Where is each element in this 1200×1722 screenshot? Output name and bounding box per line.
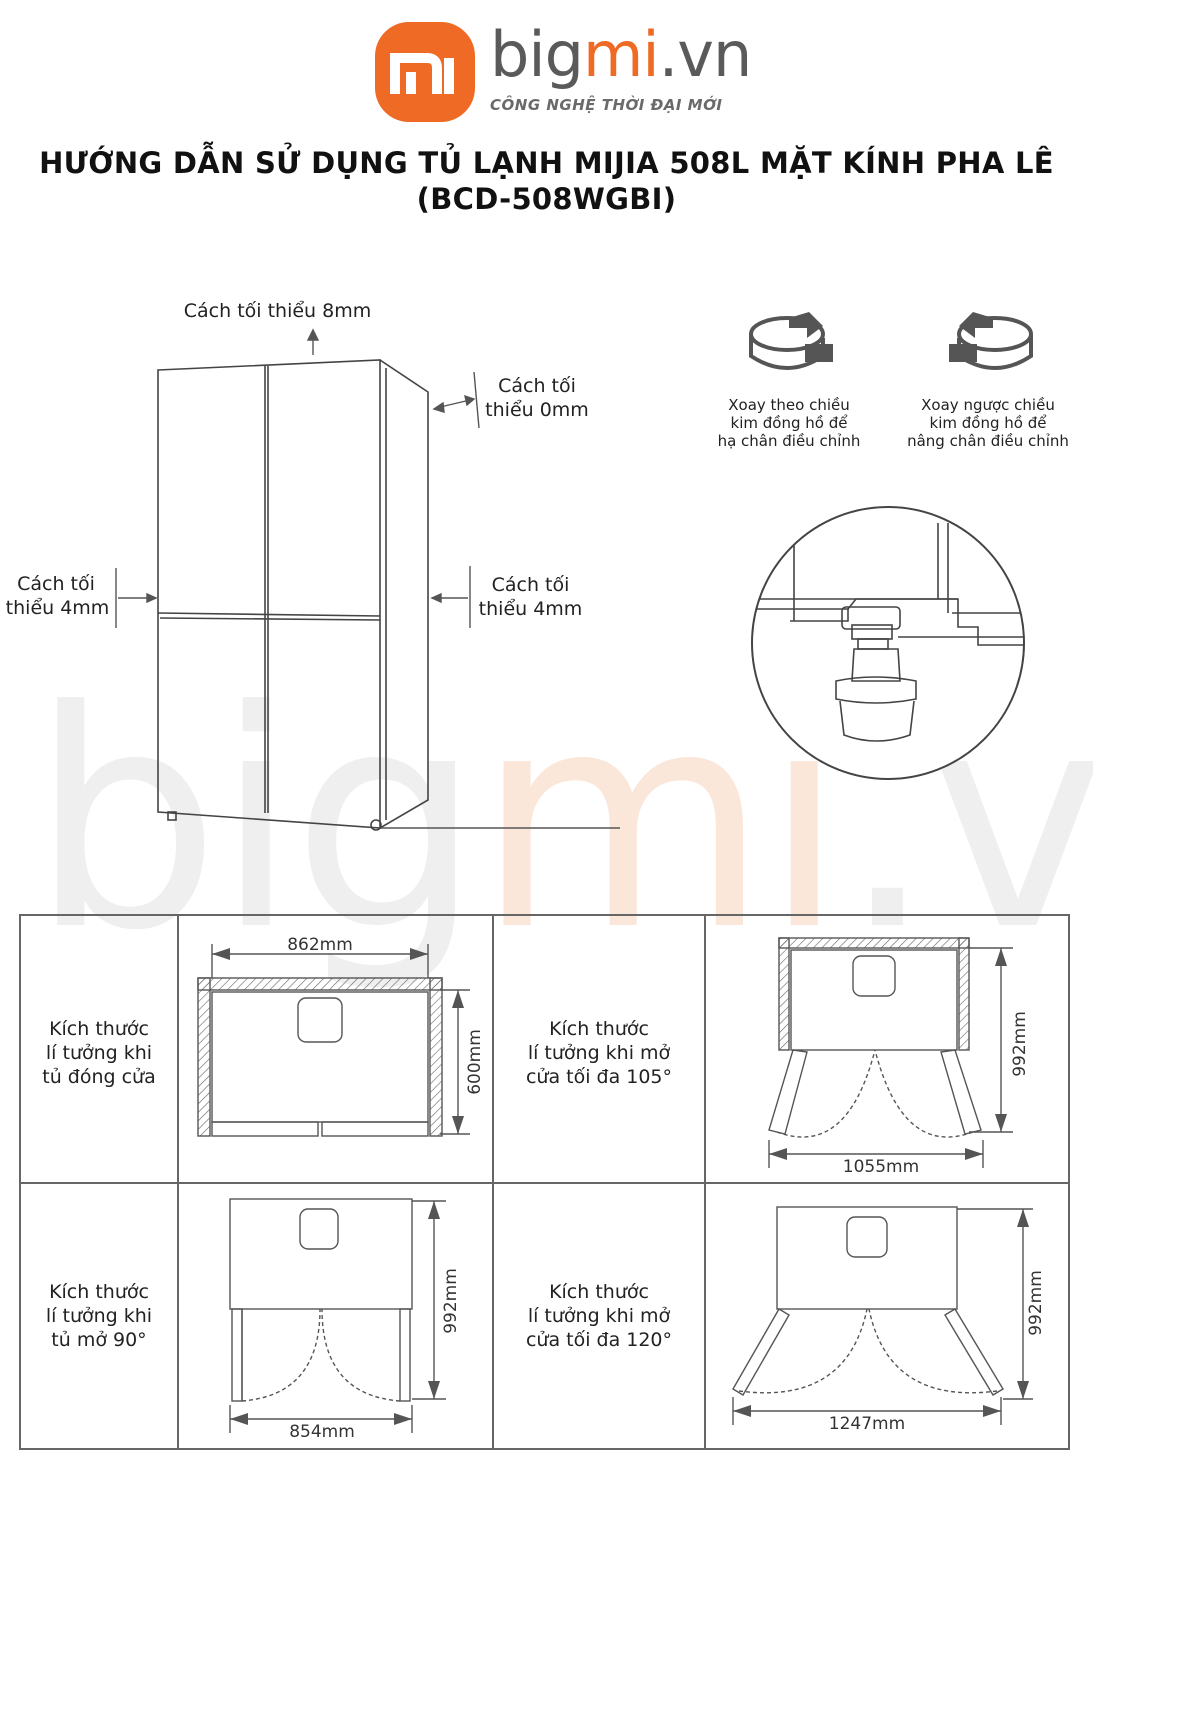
closed-door-plan: 862mm 600mm (197, 935, 485, 1137)
counterclockwise-caption-3: nâng chân điều chỉnh (907, 432, 1069, 450)
open120-caption-1: Kích thước (549, 1281, 649, 1303)
closed-caption-1: Kích thước (49, 1018, 149, 1040)
open105-caption-2: lí tưởng khi mở (527, 1042, 671, 1064)
open-120-plan: 1247mm 992mm (732, 1206, 1046, 1434)
open90-depth-label: 992mm (441, 1268, 461, 1334)
rotate-counterclockwise-icon (949, 312, 1033, 370)
clockwise-caption-3: hạ chân điều chỉnh (717, 432, 861, 450)
closed-width-label: 862mm (287, 935, 353, 955)
brand-tagline: CÔNG NGHỆ THỜI ĐẠI MỚI (490, 96, 723, 114)
top-clearance-label: Cách tối thiểu 8mm (183, 300, 372, 322)
open105-depth-label: 992mm (1010, 1011, 1030, 1077)
closed-caption-3: tủ đóng cửa (42, 1066, 156, 1088)
open-105-plan: 1055mm 992mm (768, 937, 1030, 1177)
leveling-foot-zoom (751, 506, 1025, 780)
right-clearance-label-1: Cách tối (491, 574, 570, 596)
fridge-front (157, 359, 381, 829)
clockwise-caption-1: Xoay theo chiều (728, 396, 850, 414)
open90-caption-2: lí tưởng khi (45, 1305, 153, 1327)
counterclockwise-caption-2: kim đồng hồ để (929, 414, 1047, 432)
open90-caption-1: Kích thước (49, 1281, 149, 1303)
open90-caption-3: tủ mở 90° (51, 1329, 147, 1351)
open105-width-label: 1055mm (843, 1157, 919, 1177)
open120-depth-label: 992mm (1026, 1270, 1046, 1336)
closed-depth-label: 600mm (465, 1029, 485, 1095)
right-clearance-label-2: thiểu 4mm (478, 598, 583, 620)
back-clearance-label-1: Cách tối (498, 375, 576, 397)
fridge-side (379, 359, 429, 829)
left-clearance-label-2: thiểu 4mm (5, 597, 110, 619)
open105-caption-3: cửa tối đa 105° (525, 1066, 673, 1088)
back-clearance-label-2: thiểu 0mm (485, 399, 589, 421)
open105-caption-1: Kích thước (549, 1018, 649, 1040)
brand-name: bigmi.vn (490, 18, 752, 91)
mi-logo-icon (390, 53, 454, 94)
counterclockwise-caption-1: Xoay ngược chiều (921, 396, 1055, 414)
clockwise-caption-2: kim đồng hồ để (730, 414, 848, 432)
page-title: HƯỚNG DẪN SỬ DỤNG TỦ LẠNH MIJIA 508L MẶT… (39, 146, 1054, 180)
rotate-clockwise-icon (749, 312, 833, 370)
open90-width-label: 854mm (289, 1422, 355, 1442)
open120-caption-3: cửa tối đa 120° (525, 1329, 673, 1351)
page-title-model: (BCD-508WGBI) (416, 182, 677, 216)
open120-caption-2: lí tưởng khi mở (527, 1305, 671, 1327)
open120-width-label: 1247mm (829, 1414, 905, 1434)
open-90-plan: 854mm 992mm (229, 1198, 461, 1442)
size-table-grid (19, 914, 1070, 1450)
left-clearance-label-1: Cách tối (17, 573, 95, 595)
fridge-clearance-diagram (115, 328, 620, 831)
closed-caption-2: lí tưởng khi (45, 1042, 153, 1064)
